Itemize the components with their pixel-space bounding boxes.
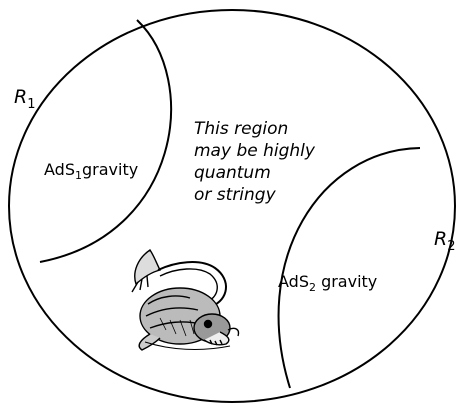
center-note-line-1: This region bbox=[194, 119, 289, 139]
ads2-gravity-label: AdS2 gravity bbox=[278, 272, 378, 294]
ads1-gravity-label: AdS1gravity bbox=[44, 160, 139, 182]
region-label-r2-sub: 2 bbox=[447, 239, 456, 254]
region-label-r2-main: R bbox=[434, 228, 448, 250]
ads1-sub: 1 bbox=[74, 169, 82, 182]
region-label-r1-main: R bbox=[14, 86, 28, 108]
region-label-r1: R1 bbox=[14, 86, 35, 112]
center-note-line-2: may be highly bbox=[194, 141, 315, 161]
ads1-prefix: AdS bbox=[44, 160, 75, 179]
boundary-circle bbox=[8, 9, 456, 403]
center-note-line-3: quantum bbox=[194, 163, 271, 183]
region-label-r2: R2 bbox=[434, 228, 455, 254]
ads2-suffix: gravity bbox=[315, 272, 378, 291]
ads2-sub: 2 bbox=[308, 281, 316, 294]
region-label-r1-sub: 1 bbox=[27, 97, 36, 112]
ads2-prefix: AdS bbox=[278, 272, 309, 291]
center-note: This region may be highly quantum or str… bbox=[194, 118, 315, 206]
center-note-line-4: or stringy bbox=[194, 185, 276, 205]
region-r2-arc bbox=[277, 147, 421, 389]
sea-monster-illustration bbox=[131, 249, 240, 351]
ads1-suffix: gravity bbox=[81, 160, 139, 179]
region-r1-arc bbox=[39, 19, 173, 263]
